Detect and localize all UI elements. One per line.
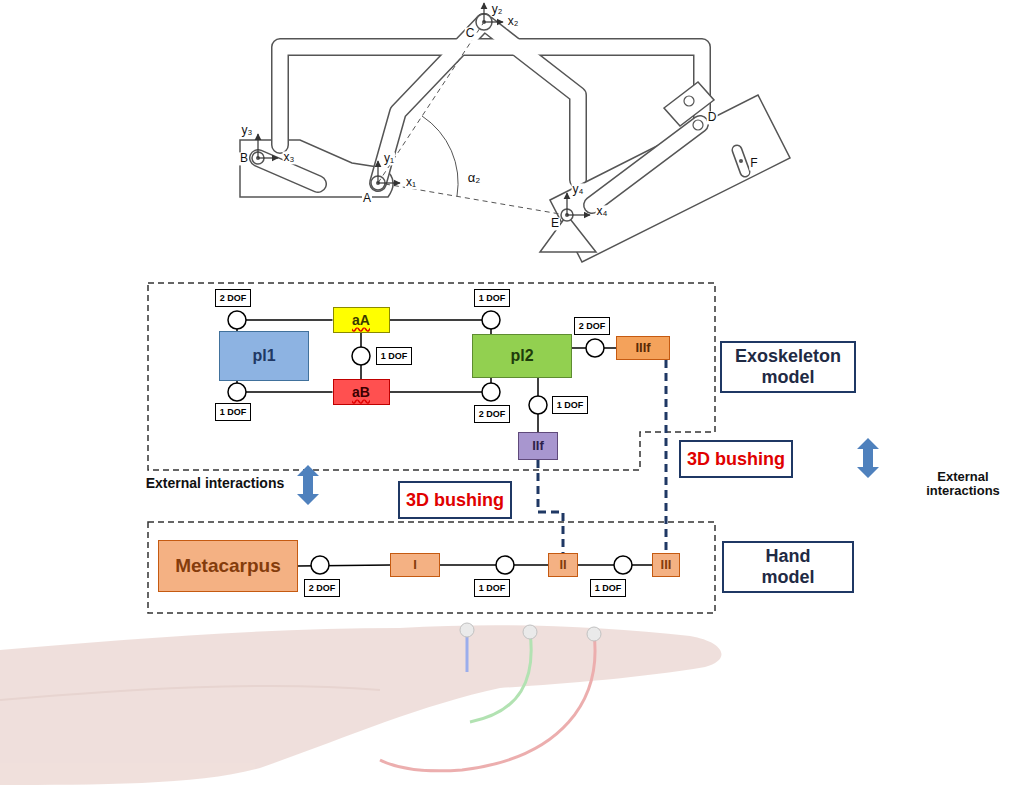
joint-label: B bbox=[239, 152, 249, 165]
dof-tag: 1 DOF bbox=[474, 289, 510, 307]
hand-frame bbox=[148, 522, 715, 613]
node-text: aB bbox=[352, 384, 370, 400]
axis-label: y₂ bbox=[491, 3, 504, 16]
angle-label: α₂ bbox=[467, 171, 482, 185]
dof-tag: 2 DOF bbox=[215, 289, 251, 307]
joint-circle bbox=[529, 396, 547, 414]
joint-label: C bbox=[465, 27, 476, 40]
joint-label: A bbox=[362, 192, 372, 205]
bone-box: II bbox=[548, 553, 578, 577]
joint-circle bbox=[496, 556, 514, 574]
link-box: IIIf bbox=[616, 336, 670, 360]
axis-label: y₁ bbox=[383, 152, 395, 165]
node-text: Hand model bbox=[756, 546, 820, 587]
link-box: aA bbox=[333, 307, 390, 333]
node-text: 1 DOF bbox=[381, 351, 408, 361]
node-text: 2 DOF bbox=[479, 409, 506, 419]
bushing-box: 3D bushing bbox=[679, 440, 793, 478]
bone-box: III bbox=[652, 553, 680, 577]
node-text: Metacarpus bbox=[175, 555, 281, 577]
joint-circle bbox=[311, 556, 329, 574]
axis-label: x₂ bbox=[507, 15, 520, 28]
joint-circle bbox=[482, 311, 500, 329]
node-text: pl1 bbox=[252, 347, 275, 365]
dof-tag: 1 DOF bbox=[376, 347, 412, 365]
finger-mechanism bbox=[240, 3, 790, 262]
node-text: pl2 bbox=[510, 347, 533, 365]
model-title-box: Exoskeleton model bbox=[720, 341, 856, 393]
joint-circle bbox=[614, 556, 632, 574]
link-box: pl1 bbox=[219, 331, 309, 381]
node-text: 2 DOF bbox=[309, 583, 336, 593]
joint-label: D bbox=[707, 111, 718, 124]
model-title-box: Hand model bbox=[722, 541, 854, 593]
joint-circle bbox=[482, 383, 500, 401]
node-text: I bbox=[413, 558, 417, 573]
exoskeleton-frame bbox=[148, 283, 715, 470]
joint-link bbox=[237, 381, 333, 392]
interaction-note: External interactions bbox=[146, 476, 285, 491]
dof-tag: 2 DOF bbox=[474, 405, 510, 423]
joint-circle bbox=[228, 383, 246, 401]
dof-tag: 2 DOF bbox=[304, 579, 340, 597]
axis-label: x₁ bbox=[405, 176, 417, 189]
node-text: IIIf bbox=[635, 341, 650, 356]
bushing-link bbox=[538, 460, 563, 553]
node-text: 3D bushing bbox=[406, 490, 504, 511]
node-text: Exoskeleton model bbox=[728, 346, 848, 387]
dof-tag: 1 DOF bbox=[474, 579, 510, 597]
dof-tag: 2 DOF bbox=[574, 317, 610, 335]
node-text: 1 DOF bbox=[557, 400, 584, 410]
node-text: III bbox=[661, 558, 672, 573]
joint-label: F bbox=[749, 157, 758, 170]
double-arrow bbox=[857, 438, 879, 478]
axis-label: y₃ bbox=[241, 124, 254, 137]
joint-circle bbox=[586, 339, 604, 357]
link-box: IIf bbox=[518, 432, 558, 460]
node-text: 2 DOF bbox=[220, 293, 247, 303]
node-text: 1 DOF bbox=[479, 583, 506, 593]
dof-tag: 1 DOF bbox=[215, 403, 251, 421]
node-text: 1 DOF bbox=[595, 583, 622, 593]
node-text: IIf bbox=[532, 439, 544, 454]
axis-label: x₃ bbox=[283, 151, 296, 164]
node-text: II bbox=[559, 558, 566, 573]
joint-circle bbox=[352, 347, 370, 365]
node-text: 3D bushing bbox=[687, 449, 785, 470]
dof-tag: 1 DOF bbox=[590, 579, 626, 597]
joint-link bbox=[440, 564, 548, 566]
node-text: 1 DOF bbox=[479, 293, 506, 303]
dof-tag: 1 DOF bbox=[552, 396, 588, 414]
axis-label: x₄ bbox=[596, 205, 609, 218]
joint-link bbox=[390, 378, 492, 392]
joint-link bbox=[237, 320, 333, 331]
double-arrow bbox=[297, 465, 319, 505]
link-box: aB bbox=[333, 379, 390, 405]
bushing-box: 3D bushing bbox=[398, 481, 512, 519]
bone-box: Metacarpus bbox=[158, 540, 298, 592]
node-text: 2 DOF bbox=[579, 321, 606, 331]
joint-label: E bbox=[550, 217, 560, 230]
node-text: 1 DOF bbox=[220, 407, 247, 417]
bone-box: I bbox=[390, 553, 440, 577]
joint-link bbox=[390, 320, 492, 334]
link-box: pl2 bbox=[472, 334, 572, 378]
node-text: aA bbox=[352, 312, 370, 328]
hand-photo bbox=[0, 623, 721, 785]
axis-label: y₄ bbox=[572, 183, 585, 196]
interaction-note: External interactions bbox=[921, 470, 1005, 499]
joint-circle bbox=[228, 311, 246, 329]
bushing-link bbox=[665, 360, 668, 553]
